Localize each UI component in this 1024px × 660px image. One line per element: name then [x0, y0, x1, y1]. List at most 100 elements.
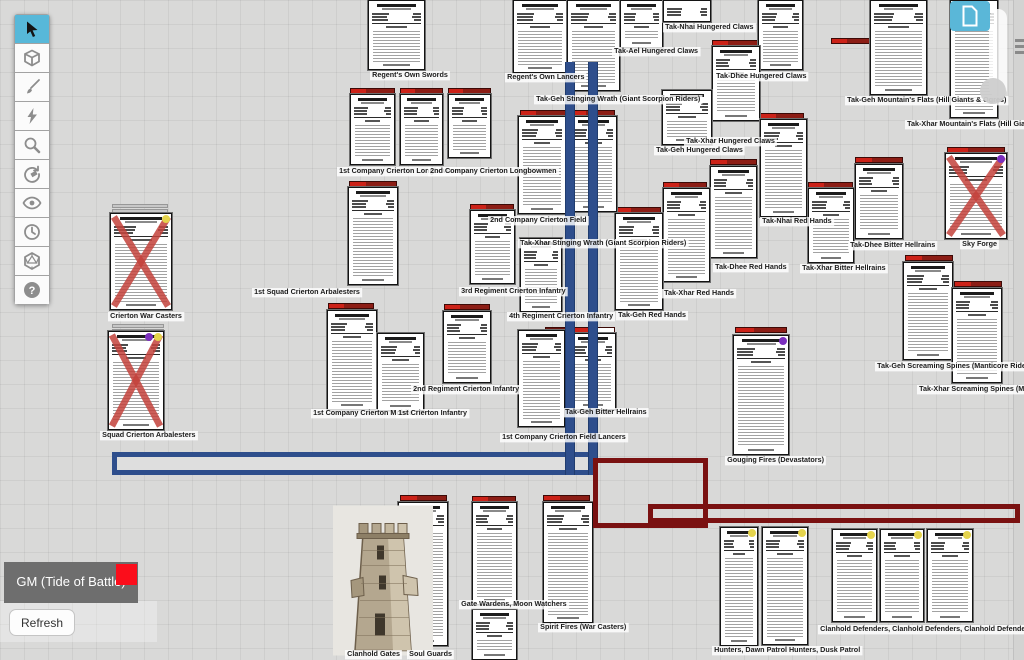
unit-label: Tak-Dhee Hungered Claws: [714, 72, 809, 81]
map-page-button[interactable]: [950, 1, 990, 31]
movement-path-red-rect: [593, 458, 708, 528]
unit-card[interactable]: [831, 528, 878, 623]
unit-label: Tak-Geh Bitter Hellrains: [563, 408, 649, 417]
unit-card[interactable]: [757, 0, 804, 71]
health-bar: [808, 182, 853, 188]
health-bar: [855, 157, 903, 163]
health-bar: [349, 181, 397, 187]
movement-path-red-rect: [648, 504, 1020, 523]
unit-card[interactable]: [569, 332, 617, 411]
unit-card[interactable]: [732, 334, 790, 456]
unit-card[interactable]: [619, 0, 664, 49]
unit-label: Tak-Ael Hungered Claws: [612, 47, 701, 56]
health-bar: [663, 182, 707, 188]
tool-draw-button[interactable]: [14, 72, 50, 102]
unit-card[interactable]: [761, 526, 809, 646]
pointer-icon: [23, 20, 41, 38]
unit-card[interactable]: [519, 237, 563, 313]
clanhold-gates-image[interactable]: [333, 505, 433, 656]
question-icon: ?: [23, 281, 41, 299]
unit-card[interactable]: [107, 330, 165, 431]
status-dot-yellow: [798, 529, 806, 537]
unit-label: 1st Crierton Infantry: [396, 409, 470, 418]
status-dot-purple: [145, 333, 153, 341]
unit-card[interactable]: [569, 115, 618, 213]
unit-card[interactable]: [926, 528, 974, 623]
unit-label: Tak-Geh Screaming Spines (Manticore Ride…: [875, 362, 1024, 371]
unit-card[interactable]: [719, 526, 759, 647]
health-bar: [448, 88, 491, 94]
tool-dice-button[interactable]: [14, 246, 50, 276]
health-bar: [472, 496, 516, 502]
unit-card[interactable]: [711, 45, 761, 122]
refresh-button[interactable]: Refresh: [9, 609, 75, 636]
health-bar: [905, 255, 953, 261]
unit-label: Crierton War Casters: [108, 312, 185, 321]
unit-card[interactable]: [442, 310, 492, 384]
unit-label: 1st Squad Crierton Arbalesters: [252, 288, 363, 297]
tool-fx-button[interactable]: [14, 101, 50, 131]
unit-card[interactable]: [879, 528, 925, 623]
unit-card[interactable]: [447, 93, 492, 159]
status-dot-yellow: [748, 529, 756, 537]
unit-label: 1st Company Crierton Field Lancers: [500, 433, 628, 442]
unit-card[interactable]: [326, 309, 378, 411]
health-bar: [947, 147, 1005, 153]
status-dot-purple: [997, 155, 1005, 163]
unit-card[interactable]: [471, 501, 518, 606]
unit-card[interactable]: [517, 329, 566, 428]
health-bar: [444, 304, 490, 310]
zoom-slider-track[interactable]: [989, 9, 1007, 97]
unit-card[interactable]: [347, 186, 399, 286]
unit-label: Tak-Nhai Red Hands: [760, 217, 834, 226]
zoom-slider-knob[interactable]: [980, 78, 1006, 104]
unit-card[interactable]: [944, 152, 1008, 240]
movement-path-blue-rect: [112, 452, 598, 475]
unit-card[interactable]: [109, 212, 173, 311]
unit-card[interactable]: [517, 115, 567, 215]
unit-card[interactable]: [376, 332, 425, 412]
tool-layers-button[interactable]: [14, 43, 50, 73]
unit-label: Soul Guards: [407, 650, 455, 659]
health-bar: [400, 88, 443, 94]
unit-label: 1st Company Crierton Mobile: [311, 409, 416, 418]
unit-label: Tak-Xhar Stinging Wrath (Giant Scorpion …: [518, 239, 689, 248]
tool-measure-button[interactable]: [14, 159, 50, 189]
unit-card[interactable]: [512, 0, 568, 74]
unit-card[interactable]: [709, 165, 758, 259]
unit-card[interactable]: [614, 212, 664, 311]
unit-label: 1st Company Crierton Longbowmen: [337, 167, 466, 176]
tool-help-button[interactable]: ?: [14, 275, 50, 305]
health-bar: [735, 327, 787, 333]
panel-handle-icon[interactable]: [1015, 39, 1024, 57]
tool-palette: ?: [14, 14, 50, 305]
unit-card[interactable]: [349, 93, 396, 166]
unit-card[interactable]: [759, 118, 808, 218]
unit-card[interactable]: [854, 163, 904, 240]
lightning-icon: [23, 107, 41, 125]
unit-label: Clanhold Defenders, Clanhold Defenders, …: [818, 625, 1024, 634]
page-icon: [962, 5, 978, 27]
unit-label: Gate Wardens, Moon Watchers: [459, 600, 569, 609]
unit-card[interactable]: [399, 93, 444, 166]
gm-color-swatch: [116, 564, 137, 585]
unit-card[interactable]: [367, 0, 426, 71]
unit-card[interactable]: [471, 608, 518, 660]
unit-label: Clanhold Gates: [345, 650, 403, 659]
unit-label: 4th Regiment Crierton Infantry: [507, 312, 616, 321]
round-arrow-icon: [23, 165, 41, 183]
d20-icon: [23, 252, 41, 270]
tool-turn-tracker-button[interactable]: [14, 217, 50, 247]
tool-reveal-button[interactable]: [14, 188, 50, 218]
unit-card[interactable]: [662, 187, 711, 283]
unit-label: Tak-Geh Mountain's Flats (Hill Giants & …: [845, 96, 1009, 105]
unit-card[interactable]: [662, 0, 712, 23]
health-bar: [543, 495, 590, 501]
unit-card[interactable]: [902, 261, 954, 361]
unit-card[interactable]: [869, 0, 928, 96]
tool-zoom-button[interactable]: [14, 130, 50, 160]
unit-label: Tak-Dhee Red Hands: [713, 263, 789, 272]
unit-label: Tak-Geh Red Hands: [616, 311, 689, 320]
tool-select-button[interactable]: [14, 14, 50, 44]
